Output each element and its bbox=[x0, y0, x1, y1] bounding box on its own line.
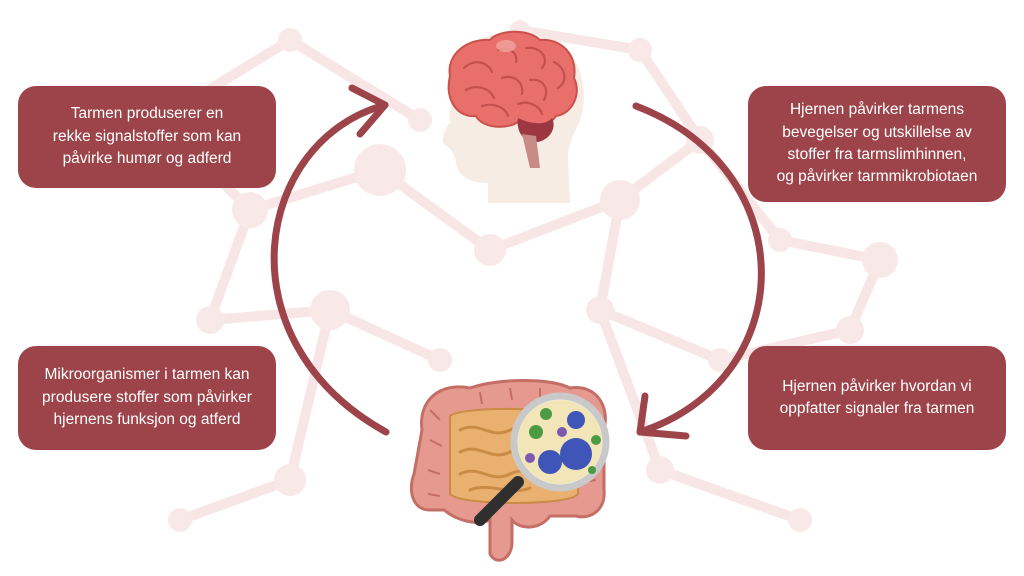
gut-to-brain-signal-card: Tarmen produserer en rekke signalstoffer… bbox=[18, 86, 276, 188]
card-line: påvirke humør og adferd bbox=[62, 150, 232, 168]
card-line: produsere stoffer som påvirker bbox=[42, 388, 252, 406]
head-with-brain-icon bbox=[442, 30, 584, 203]
card-text: Tarmen produserer en rekke signalstoffer… bbox=[53, 103, 241, 170]
right-arrowhead bbox=[636, 392, 690, 440]
card-line: og påvirker tarmmikrobiotaen bbox=[776, 168, 978, 186]
magnifier-icon bbox=[474, 392, 610, 526]
brain-icon bbox=[447, 30, 578, 168]
card-line: Mikroorganismer i tarmen kan bbox=[44, 366, 250, 384]
card-line: bevegelser og utskillelse av bbox=[782, 123, 972, 141]
card-line: Hjernen påvirker tarmens bbox=[789, 101, 964, 119]
card-text: Mikroorganismer i tarmen kan produsere s… bbox=[42, 364, 252, 431]
brain-perception-card: Hjernen påvirker hvordan vi oppfatter si… bbox=[748, 346, 1006, 450]
card-text: Hjernen påvirker tarmens bevegelser og u… bbox=[777, 99, 978, 189]
card-line: rekke signalstoffer som kan bbox=[52, 127, 242, 145]
left-arrowhead bbox=[348, 84, 389, 138]
card-line: Hjernen påvirker hvordan vi bbox=[782, 377, 972, 395]
card-line: stoffer fra tarmslimhinnen, bbox=[787, 146, 967, 163]
intestines-with-magnifier-icon bbox=[409, 379, 610, 562]
left-cycle-arrow bbox=[270, 101, 390, 436]
microbes-to-brain-card: Mikroorganismer i tarmen kan produsere s… bbox=[18, 346, 276, 450]
card-text: Hjernen påvirker hvordan vi oppfatter si… bbox=[780, 376, 975, 421]
brain-to-gut-motility-card: Hjernen påvirker tarmens bevegelser og u… bbox=[748, 86, 1006, 202]
card-line: oppfatter signaler fra tarmen bbox=[779, 400, 975, 417]
card-line: Tarmen produserer en bbox=[70, 105, 224, 123]
right-cycle-arrow bbox=[632, 102, 765, 436]
card-line: hjernens funksjon og atferd bbox=[53, 411, 241, 429]
